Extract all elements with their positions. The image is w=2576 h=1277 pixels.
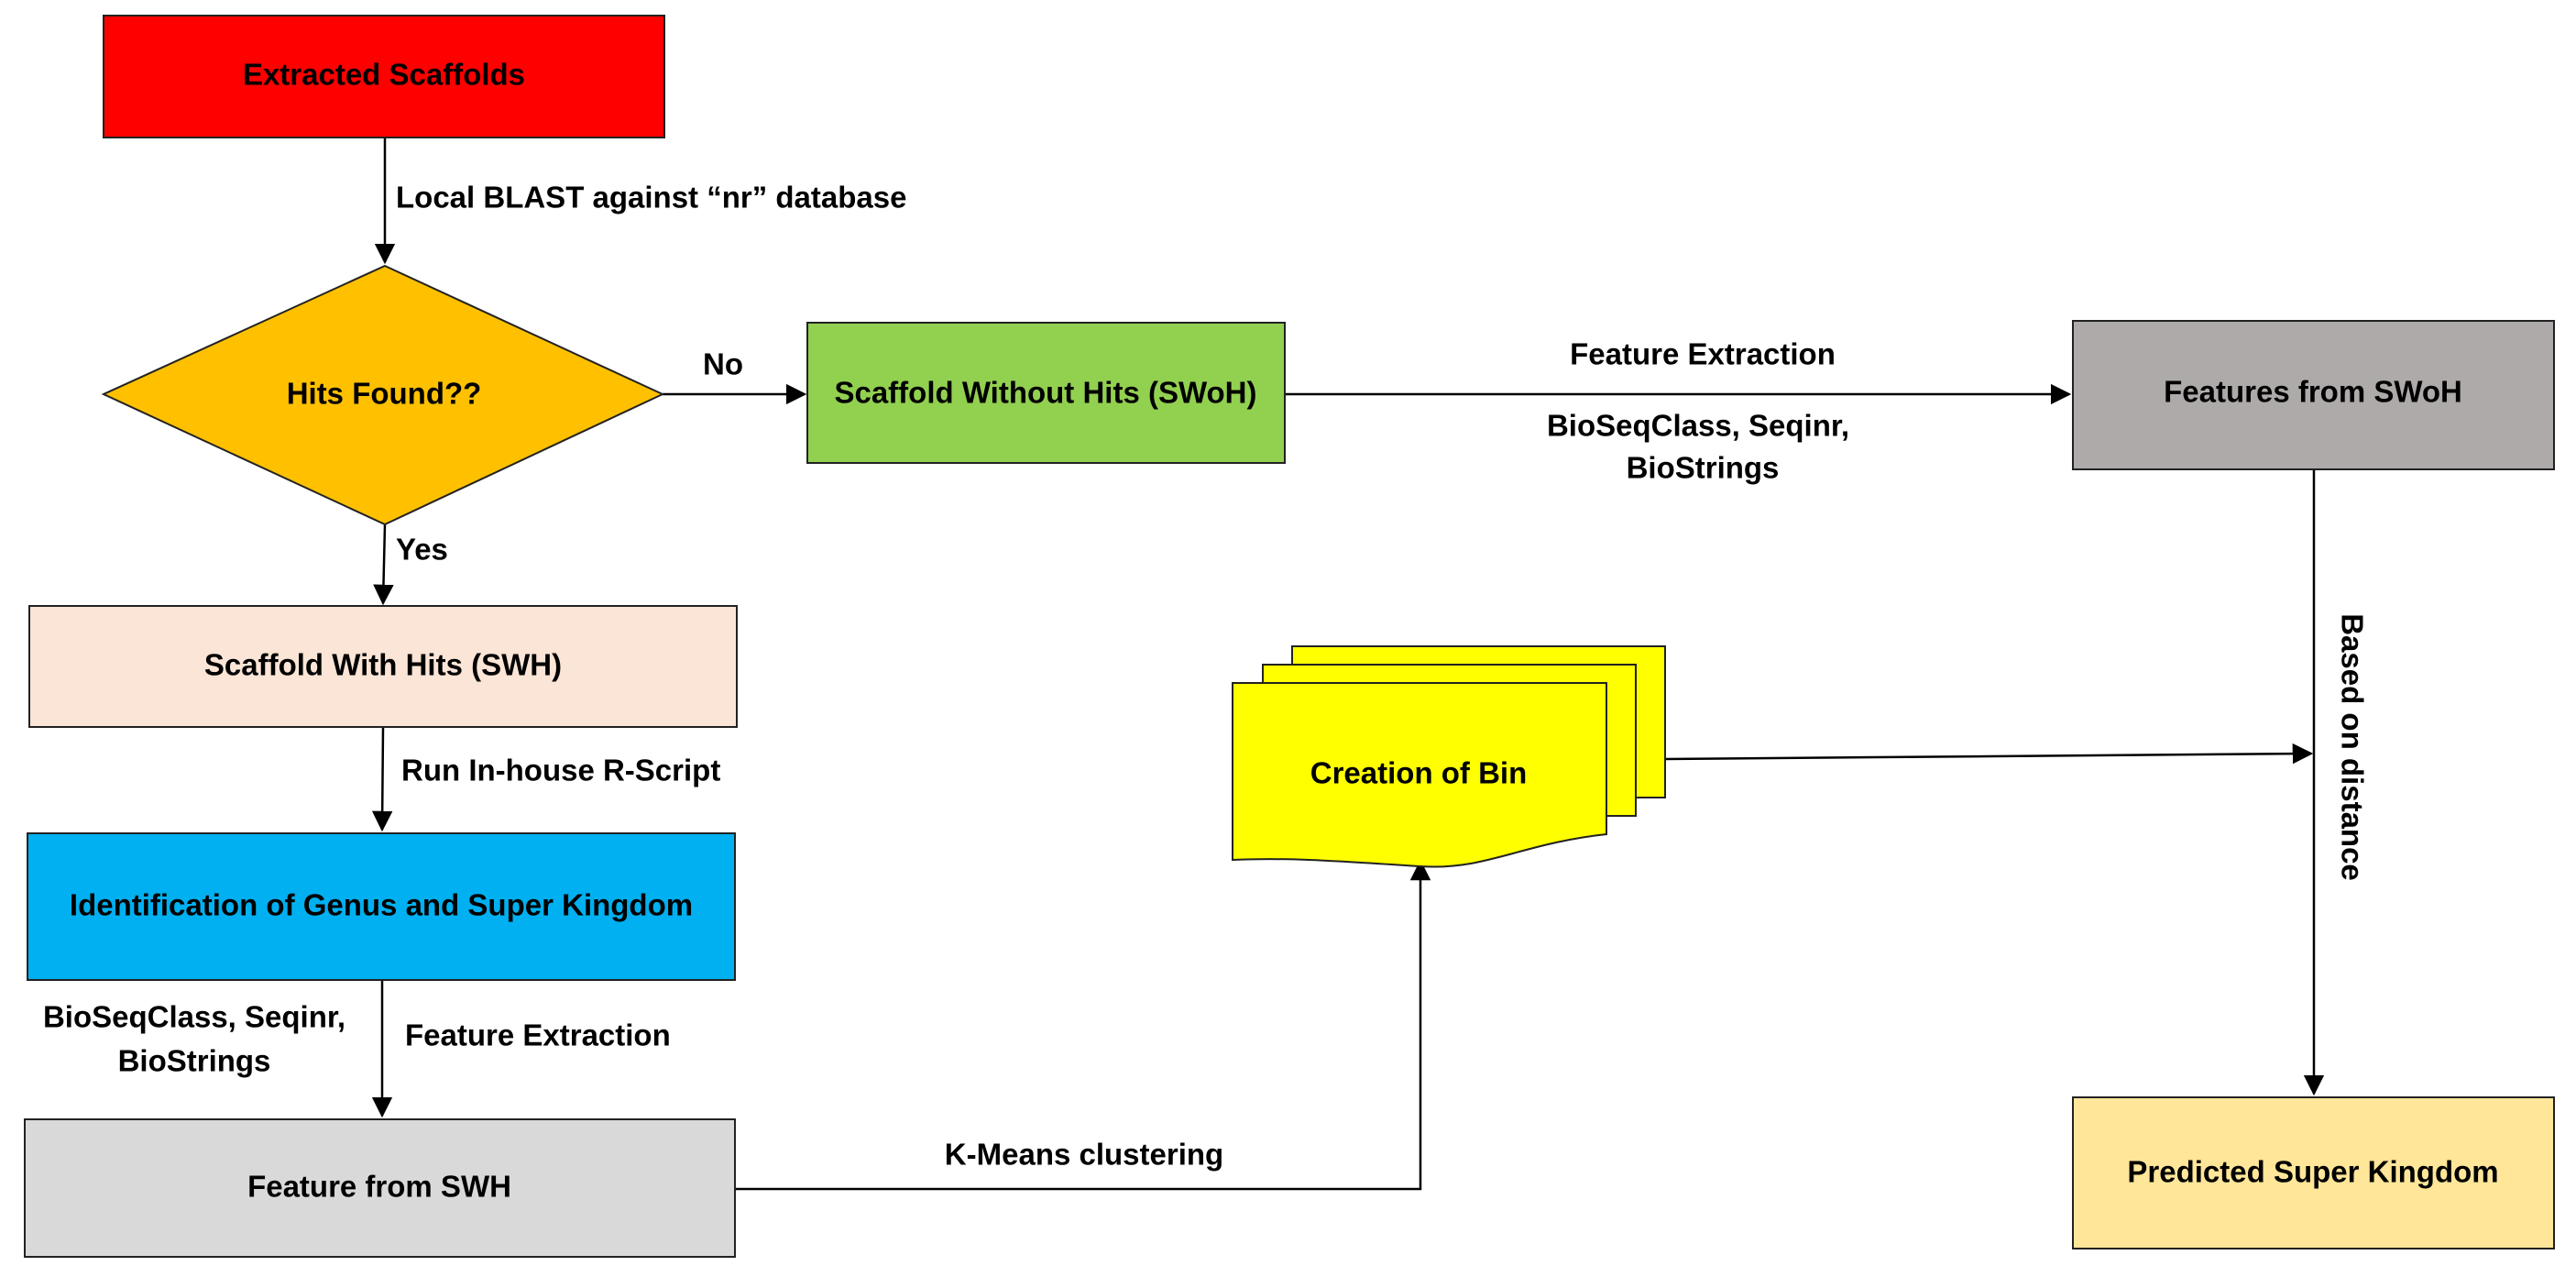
node-creation-of-bin: Creation of Bin (1232, 645, 1666, 868)
feature-from-swh-label: Feature from SWH (247, 1170, 511, 1204)
identification-label: Identification of Genus and Super Kingdo… (70, 888, 693, 922)
hits-found-diamond (101, 264, 665, 526)
features-from-swoh-label: Features from SWoH (2164, 375, 2462, 409)
edge-label-feature-extraction-top: Feature Extraction (1570, 337, 1836, 371)
scaffold-with-hits-box (28, 605, 738, 728)
identification-box (27, 832, 736, 981)
edge-label-tools-left-2: BioStrings (118, 1044, 271, 1078)
node-feature-from-swh: Feature from SWH (24, 1118, 736, 1258)
node-extracted-scaffolds: Extracted Scaffolds (103, 15, 665, 138)
edge-label-run-rscript: Run In-house R-Script (401, 754, 720, 787)
edge-label-yes: Yes (396, 533, 448, 567)
hits-found-label: Hits Found?? (287, 377, 482, 411)
edge-label-based-on-distance: Based on distance (2335, 613, 2369, 881)
edge-swh-to-identification (371, 726, 393, 832)
node-features-from-swoh: Features from SWoH (2072, 320, 2555, 470)
edge-label-tools-left-1: BioSeqClass, Seqinr, (43, 1000, 345, 1034)
edge-hits-to-swh (373, 523, 394, 606)
edge-label-no: No (703, 347, 743, 381)
features-from-swoh-box (2072, 320, 2555, 470)
edge-label-kmeans: K-Means clustering (945, 1138, 1223, 1172)
edge-bin-to-distance (1664, 743, 2314, 765)
edge-label-tools-top-1: BioSeqClass, Seqinr, (1547, 409, 1849, 443)
predicted-super-kingdom-label: Predicted Super Kingdom (2127, 1155, 2498, 1189)
node-scaffold-without-hits: Scaffold Without Hits (SWoH) (806, 322, 1286, 464)
edge-label-tools-top-2: BioStrings (1627, 451, 1780, 485)
extracted-scaffolds-box (103, 15, 665, 138)
node-identification: Identification of Genus and Super Kingdo… (27, 832, 736, 981)
node-predicted-super-kingdom: Predicted Super Kingdom (2072, 1096, 2555, 1249)
extracted-scaffolds-label: Extracted Scaffolds (243, 58, 525, 92)
creation-of-bin-label: Creation of Bin (1310, 756, 1528, 790)
node-hits-found: Hits Found?? (101, 264, 665, 526)
scaffold-without-hits-box (806, 322, 1286, 464)
edge-label-feature-extraction-left: Feature Extraction (405, 1018, 671, 1052)
edge-feature-to-bin (735, 859, 1431, 1191)
scaffold-without-hits-label: Scaffold Without Hits (SWoH) (834, 376, 1256, 410)
predicted-super-kingdom-box (2072, 1096, 2555, 1249)
node-scaffold-with-hits: Scaffold With Hits (SWH) (28, 605, 738, 728)
edge-label-local-blast: Local BLAST against “nr” database (396, 181, 906, 215)
feature-from-swh-box (24, 1118, 736, 1258)
bin-document-front (1232, 682, 1607, 868)
scaffold-with-hits-label: Scaffold With Hits (SWH) (204, 648, 562, 682)
